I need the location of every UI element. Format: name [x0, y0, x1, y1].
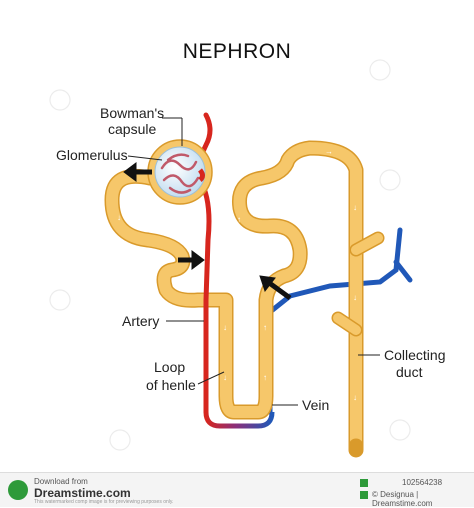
flow-arrows: ↓ → ↓ ↓ ↑ ↑ ↑ → ↓ ↓ ↓: [117, 147, 357, 402]
svg-text:↓: ↓: [223, 323, 227, 332]
image-id: 102564238: [402, 478, 443, 487]
svg-text:Collecting: Collecting: [384, 347, 445, 363]
svg-text:↑: ↑: [237, 215, 241, 224]
svg-text:duct: duct: [396, 364, 423, 380]
image-credit: © Designua | Dreamstime.com: [372, 490, 433, 508]
watermark: [49, 59, 411, 451]
glomerulus: [160, 153, 200, 194]
download-text: Download from: [34, 477, 88, 486]
svg-text:↑: ↑: [263, 323, 267, 332]
bowmans-capsule-label: Bowman's capsule: [100, 105, 183, 146]
renal-tubule: [104, 140, 385, 458]
svg-text:→: →: [325, 147, 333, 156]
svg-text:Glomerulus: Glomerulus: [56, 147, 128, 163]
author-icon: [360, 491, 368, 499]
id-icon: [360, 479, 368, 487]
diagram-title: NEPHRON: [183, 40, 292, 63]
svg-text:↓: ↓: [353, 293, 357, 302]
vasa-recta-bottom: [203, 411, 275, 429]
site-name[interactable]: Dreamstime.com: [34, 486, 131, 500]
dreamstime-logo-icon: [8, 480, 28, 500]
svg-text:→: →: [175, 281, 183, 290]
svg-text:capsule: capsule: [108, 121, 156, 137]
svg-text:Bowman's: Bowman's: [100, 105, 164, 121]
svg-text:of henle: of henle: [146, 377, 196, 393]
small-print: This watermarked comp image is for previ…: [34, 499, 174, 505]
arrow-icon: [123, 162, 292, 301]
svg-text:Vein: Vein: [302, 397, 329, 413]
svg-text:Artery: Artery: [122, 313, 159, 329]
collecting-duct-label: Collecting duct: [358, 347, 445, 380]
svg-text:↓: ↓: [223, 373, 227, 382]
artery-label: Artery: [122, 313, 204, 329]
loop-of-henle-label: Loop of henle: [146, 359, 225, 393]
footer-bar: Download from Dreamstime.com This waterm…: [0, 472, 474, 508]
svg-text:↑: ↑: [263, 373, 267, 382]
glomerulus-label: Glomerulus: [56, 147, 163, 163]
svg-text:↓: ↓: [353, 203, 357, 212]
svg-text:↓: ↓: [117, 213, 121, 222]
svg-text:↓: ↓: [353, 393, 357, 402]
vein-label: Vein: [272, 397, 329, 413]
svg-text:Loop: Loop: [154, 359, 185, 375]
